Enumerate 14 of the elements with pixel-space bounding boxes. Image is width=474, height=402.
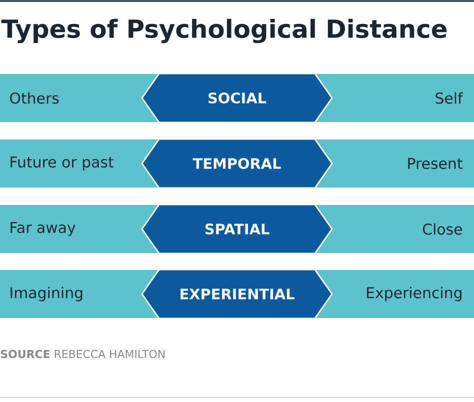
hexagon-label: TEMPORAL: [141, 138, 333, 189]
source-note: SOURCE REBECCA HAMILTON: [0, 350, 164, 358]
hexagon-label: EXPERIENTIAL: [141, 268, 333, 320]
band-label: Present: [408, 158, 462, 170]
band-label: Future or past: [10, 156, 114, 170]
band-label: Imagining: [10, 286, 82, 302]
band-label: Close: [422, 223, 462, 235]
band-label: Far away: [10, 222, 76, 236]
band-label: Self: [436, 92, 464, 104]
band-label: Experiencing: [367, 286, 462, 302]
title: Types of Psychological Distance: [1, 18, 447, 44]
hexagon-label: SOCIAL: [141, 72, 333, 124]
band-label: Others: [10, 92, 59, 104]
hexagon-label: SPATIAL: [141, 204, 333, 254]
